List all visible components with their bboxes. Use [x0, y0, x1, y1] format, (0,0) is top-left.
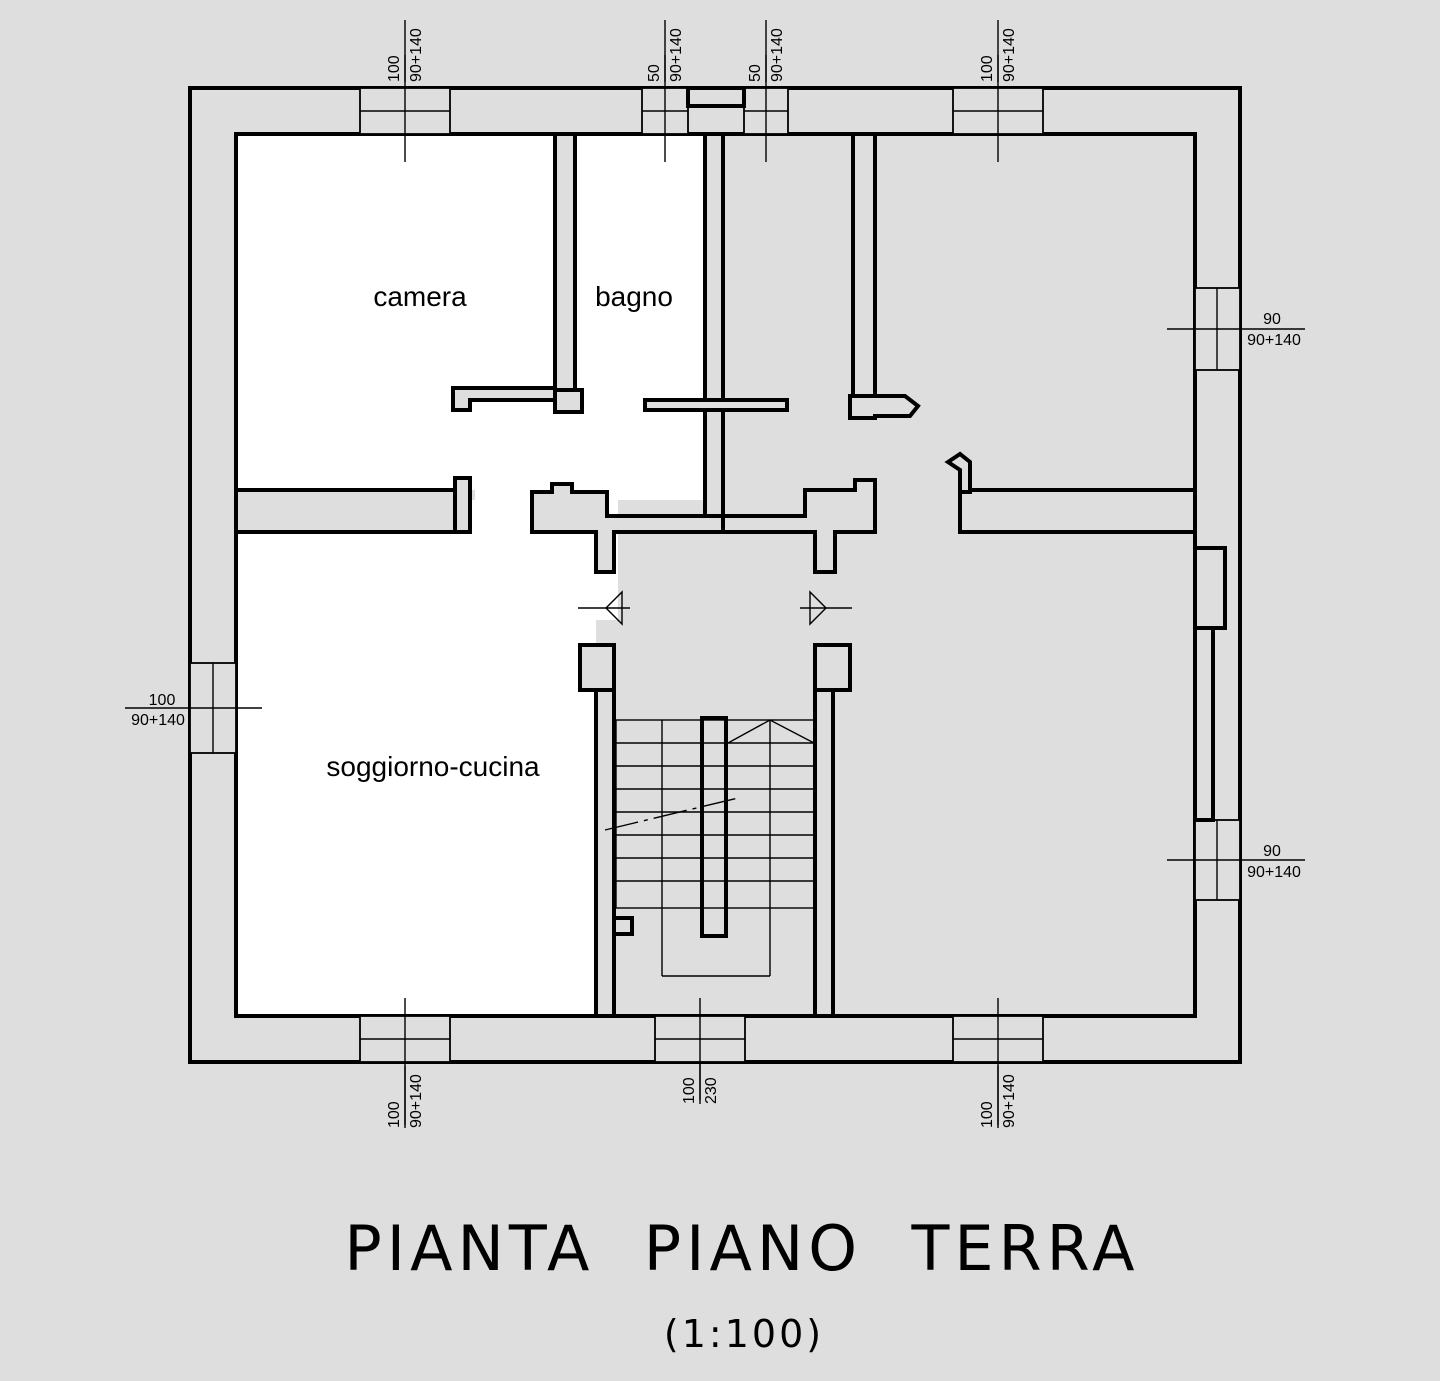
wall-center-right	[851, 132, 877, 398]
dim-right-upper: 90 90+140	[1247, 311, 1301, 349]
stair-core-wall	[700, 716, 728, 938]
svg-text:90+140: 90+140	[1001, 28, 1018, 82]
svg-text:50: 50	[747, 64, 764, 82]
dim-top-right: 100 90+140	[979, 20, 1018, 82]
label-camera: camera	[373, 281, 467, 312]
wall-bagno-stub	[553, 388, 584, 414]
svg-text:90+140: 90+140	[408, 1074, 425, 1128]
wall-camera-bagno	[553, 132, 577, 392]
svg-text:90: 90	[1263, 843, 1281, 860]
wall-right-hook	[944, 451, 972, 494]
wall-right-units	[958, 488, 1197, 534]
svg-text:100: 100	[979, 1101, 996, 1128]
window-bottom-left	[359, 998, 451, 1125]
wall-stair-left-low	[612, 916, 634, 936]
wall-entry-right	[721, 478, 877, 574]
svg-text:100: 100	[386, 55, 403, 82]
label-soggiorno-cucina: soggiorno-cucina	[326, 751, 540, 782]
plan-title: PIANTA PIANO TERRA	[344, 1212, 1139, 1285]
dim-top-camera: 100 90+140	[386, 20, 425, 82]
wall-bagno-door-stub	[643, 398, 789, 412]
svg-text:100: 100	[386, 1101, 403, 1128]
svg-text:90+140: 90+140	[668, 28, 685, 82]
dim-top-stair: 50 90+140	[747, 20, 786, 82]
svg-text:230: 230	[703, 1077, 720, 1104]
window-top-stair	[743, 55, 789, 162]
dim-right-lower: 90 90+140	[1247, 843, 1301, 881]
window-top-camera	[359, 55, 451, 162]
wall-stair-left	[594, 643, 616, 1018]
wall-stair-right-jamb	[813, 643, 852, 692]
window-right-lower	[1167, 819, 1305, 901]
dim-bottom-door: 100 230	[681, 1064, 720, 1104]
window-right-upper	[1167, 287, 1305, 371]
wall-top-pier	[686, 86, 746, 108]
wall-camera-soggiorno	[234, 488, 460, 534]
window-left	[125, 662, 262, 754]
svg-text:90: 90	[1263, 311, 1281, 328]
room-bagno	[575, 136, 705, 390]
svg-text:90+140: 90+140	[1247, 864, 1301, 881]
wall-camera-soggiorno-end	[453, 476, 472, 534]
window-top-right	[952, 55, 1044, 162]
wall-stair-right	[813, 643, 835, 1018]
svg-text:90+140: 90+140	[769, 28, 786, 82]
wall-center-hook	[848, 394, 921, 420]
wall-stair-left-jamb	[578, 643, 616, 692]
svg-text:90+140: 90+140	[1247, 332, 1301, 349]
svg-text:100: 100	[979, 55, 996, 82]
svg-text:90+140: 90+140	[131, 712, 185, 729]
interior-walls	[234, 132, 1227, 1018]
plan-scale: (1:100)	[664, 1312, 824, 1356]
dim-top-bagno: 50 90+140	[646, 20, 685, 82]
section-marker-left	[578, 590, 630, 626]
svg-text:100: 100	[681, 1077, 698, 1104]
svg-text:100: 100	[149, 692, 176, 709]
wall-right-opening-frame	[1193, 626, 1215, 822]
dim-bottom-left: 100 90+140	[386, 1066, 425, 1128]
svg-text:90+140: 90+140	[408, 28, 425, 82]
window-top-bagno	[641, 55, 689, 162]
section-marker-right	[800, 590, 852, 626]
dim-left: 100 90+140	[131, 692, 185, 729]
staircase	[604, 719, 815, 977]
wall-right-pier	[1193, 546, 1227, 630]
dim-bottom-right: 100 90+140	[979, 1066, 1018, 1128]
label-bagno: bagno	[595, 281, 673, 312]
wall-bagno-right	[703, 132, 725, 518]
svg-text:90+140: 90+140	[1001, 1074, 1018, 1128]
svg-text:50: 50	[646, 64, 663, 82]
